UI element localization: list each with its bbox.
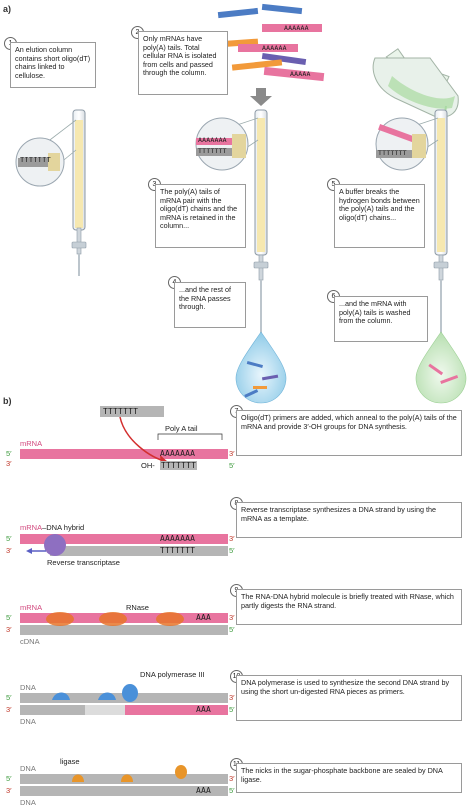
oligo-dt-seq-1: TTTTTTT [20, 156, 51, 164]
elution-column-1 [71, 109, 87, 276]
step8-hybrid [20, 534, 228, 556]
ligase-label: ligase [60, 757, 80, 766]
polya-seq-8: AAAAAAA [160, 534, 196, 543]
three-prime-9: 3′ [229, 613, 235, 622]
five-prime-11b: 5′ [229, 786, 235, 795]
step-7-text: Oligo(dT) primers are added, which annea… [236, 410, 462, 456]
magnifier-2 [195, 117, 259, 171]
step7-mrna [20, 406, 228, 466]
three-prime-8: 3′ [229, 534, 235, 543]
step-2-text: Only mRNAs have poly(A) tails. Total cel… [138, 31, 228, 95]
eluate-drop-blue [235, 331, 287, 404]
rnase-label: RNase [126, 603, 149, 612]
polya-seq-mag2: AAAAAAA [198, 136, 227, 144]
dna-label-10a: DNA [20, 683, 36, 692]
polya-seq-10: AAA [196, 705, 212, 714]
mrna-label-9: mRNA [20, 603, 43, 612]
three-prime-11b: 3′ [6, 786, 12, 795]
step9-rnase [20, 612, 228, 635]
step-4-text: ...and the rest of the RNA passes throug… [174, 282, 246, 328]
three-prime-10b: 3′ [6, 705, 12, 714]
rna-polya-3: AAAAA [290, 70, 311, 78]
oligo-dt-seq-mag2: TTTTTTT [198, 147, 227, 155]
rna-polya-1: AAAAAA [284, 24, 309, 32]
hybrid-label: mRNA–DNA hybrid [20, 523, 84, 532]
step-1-text: An elution column contains short oligo(d… [10, 42, 96, 88]
three-prime-10: 3′ [229, 693, 235, 702]
five-prime-7b: 5′ [229, 461, 235, 470]
five-prime-7: 5′ [6, 449, 12, 458]
rt-label: Reverse transcriptase [47, 558, 120, 567]
three-prime-7: 3′ [229, 449, 235, 458]
three-prime-7b: 3′ [6, 459, 12, 468]
dt-seq-8: TTTTTTT [160, 546, 196, 555]
five-prime-11: 5′ [6, 774, 12, 783]
panel-b-label: b) [3, 396, 12, 406]
step11-ligase [20, 765, 228, 796]
step-8-text: Reverse transcriptase synthesizes a DNA … [236, 502, 462, 538]
polya-seq-7: AAAAAAA [160, 449, 196, 458]
polya-seq-9: AAA [196, 613, 212, 622]
five-prime-10b: 5′ [229, 705, 235, 714]
panel-a-label: a) [3, 4, 12, 14]
five-prime-8b: 5′ [229, 546, 235, 555]
mrna-label-7: mRNA [20, 439, 43, 448]
five-prime-10: 5′ [6, 693, 12, 702]
five-prime-8: 5′ [6, 534, 12, 543]
step-5-text: A buffer breaks the hydrogen bonds betwe… [334, 184, 425, 248]
five-prime-9: 5′ [6, 613, 12, 622]
elution-column-2 [253, 109, 269, 340]
primer-seq: TTTTTTT [103, 407, 139, 416]
three-prime-9b: 3′ [6, 625, 12, 634]
dna-label-11a: DNA [20, 764, 36, 773]
step-10-text: DNA polymerase is used to synthesize the… [236, 675, 462, 721]
cdna-label: cDNA [20, 637, 40, 646]
magnifier-3 [375, 117, 439, 171]
step-9-text: The RNA-DNA hybrid molecule is briefly t… [236, 589, 462, 625]
dna-label-11b: DNA [20, 798, 36, 807]
three-prime-8b: 3′ [6, 546, 12, 555]
poly-a-tail-label: Poly A tail [165, 424, 198, 433]
dna-label-10b: DNA [20, 717, 36, 726]
primer-annealed-seq: TTTTTTT [160, 461, 198, 470]
step-6-text: ...and the mRNA with poly(A) tails is wa… [334, 296, 428, 342]
elution-column-3 [433, 109, 449, 340]
step-11-text: The nicks in the sugar-phosphate backbon… [236, 763, 462, 793]
aaa-seq-11: AAA [196, 786, 212, 795]
hybrid-dna-part: –DNA hybrid [42, 523, 85, 532]
rna-mixture [217, 3, 325, 106]
eluate-drop-green [415, 331, 467, 404]
five-prime-9b: 5′ [229, 625, 235, 634]
hybrid-mrna-part: mRNA [20, 523, 43, 532]
magnifier-1 [15, 119, 77, 187]
step10-polymerase [20, 684, 228, 715]
oh-label: OH- [141, 461, 155, 470]
oligo-dt-seq-mag3: TTTTTTT [378, 149, 407, 157]
rna-polya-2: AAAAAA [262, 44, 287, 52]
step-3-text: The poly(A) tails of mRNA pair with the … [155, 184, 246, 248]
dna-pol-label: DNA polymerase III [140, 670, 205, 679]
three-prime-11: 3′ [229, 774, 235, 783]
